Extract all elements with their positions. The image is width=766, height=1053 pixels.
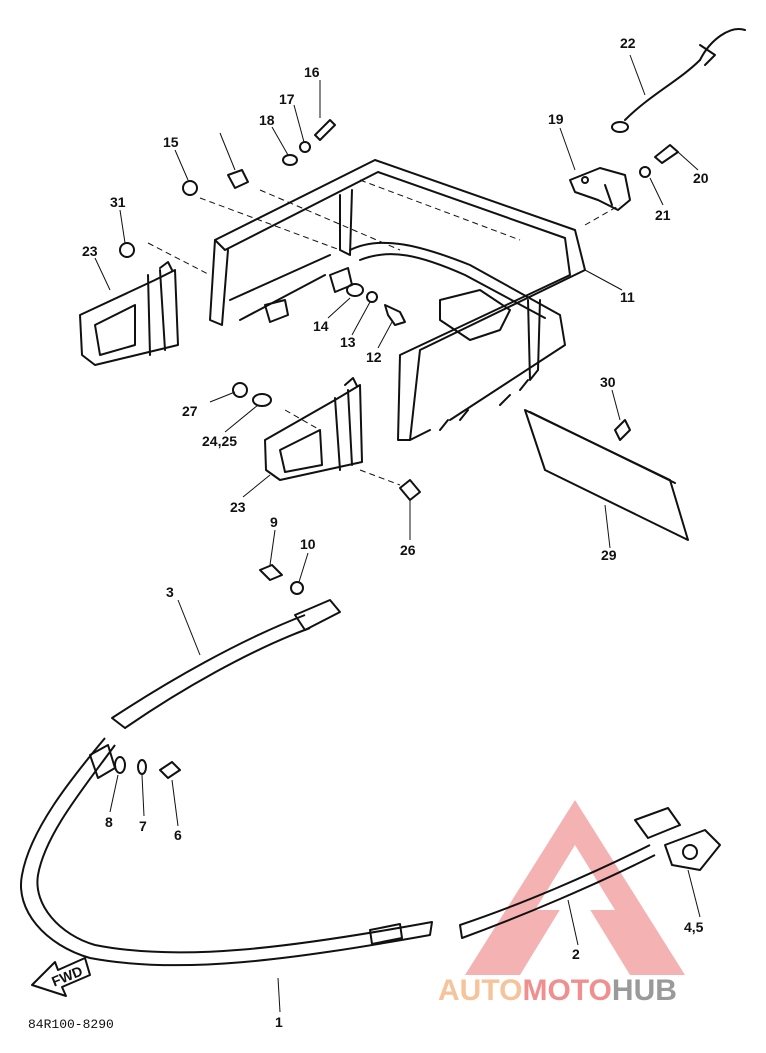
callout-31: 31 bbox=[110, 194, 126, 210]
callout-labels: 16 17 18 15 31 23 22 19 20 21 11 14 13 1… bbox=[82, 35, 709, 1030]
watermark-text: AUTOMOTOHUB bbox=[438, 974, 677, 1007]
side-bracket-lower bbox=[264, 377, 363, 481]
callout-1: 1 bbox=[275, 1014, 283, 1030]
callout-23-upper: 23 bbox=[82, 243, 98, 259]
bumper-tube-1 bbox=[20, 737, 433, 967]
callout-21: 21 bbox=[655, 207, 671, 223]
plate-29 bbox=[524, 409, 689, 541]
bracket-4-5 bbox=[664, 829, 721, 871]
latch-19 bbox=[569, 167, 631, 211]
callout-8: 8 bbox=[105, 814, 113, 830]
callout-19: 19 bbox=[548, 111, 564, 127]
bumper-tube-2 bbox=[459, 807, 681, 939]
callout-7: 7 bbox=[139, 818, 147, 834]
watermark-logo bbox=[465, 800, 685, 975]
callout-6: 6 bbox=[174, 827, 182, 843]
watermark-part-2: MOTO bbox=[522, 974, 611, 1007]
callout-20: 20 bbox=[693, 170, 709, 186]
callout-9: 9 bbox=[270, 514, 278, 530]
callout-3: 3 bbox=[166, 584, 174, 600]
callout-10: 10 bbox=[300, 536, 316, 552]
callout-18: 18 bbox=[259, 112, 275, 128]
callout-29: 29 bbox=[601, 547, 617, 563]
callout-23-lower: 23 bbox=[230, 499, 246, 515]
callout-22: 22 bbox=[620, 35, 636, 51]
cable-22 bbox=[611, 28, 746, 133]
side-bracket-upper bbox=[79, 261, 179, 366]
callout-27: 27 bbox=[182, 403, 198, 419]
leader-lines bbox=[94, 54, 701, 1013]
watermark-part-3: HUB bbox=[612, 974, 677, 1007]
callout-16: 16 bbox=[304, 64, 320, 80]
fasteners bbox=[114, 119, 679, 779]
fwd-arrow: FWD bbox=[31, 957, 91, 997]
callout-12: 12 bbox=[366, 349, 382, 365]
callout-24-25: 24,25 bbox=[202, 433, 237, 449]
callout-30: 30 bbox=[600, 374, 616, 390]
callout-15: 15 bbox=[163, 134, 179, 150]
svg-text:AUTOMOTOHUB: AUTOMOTOHUB bbox=[438, 974, 677, 1007]
watermark-part-1: AUTO bbox=[438, 974, 522, 1007]
callout-14: 14 bbox=[313, 318, 329, 334]
callout-4-5: 4,5 bbox=[684, 919, 704, 935]
bumper-tube-3 bbox=[111, 599, 341, 729]
callout-11: 11 bbox=[620, 289, 635, 305]
alignment-lines bbox=[147, 179, 621, 486]
callout-2: 2 bbox=[572, 946, 580, 962]
callout-17: 17 bbox=[279, 91, 295, 107]
callout-13: 13 bbox=[340, 334, 356, 350]
diagram-code: 84R100-8290 bbox=[28, 1017, 114, 1032]
rear-carrier-frame bbox=[209, 159, 586, 441]
callout-26: 26 bbox=[400, 542, 416, 558]
